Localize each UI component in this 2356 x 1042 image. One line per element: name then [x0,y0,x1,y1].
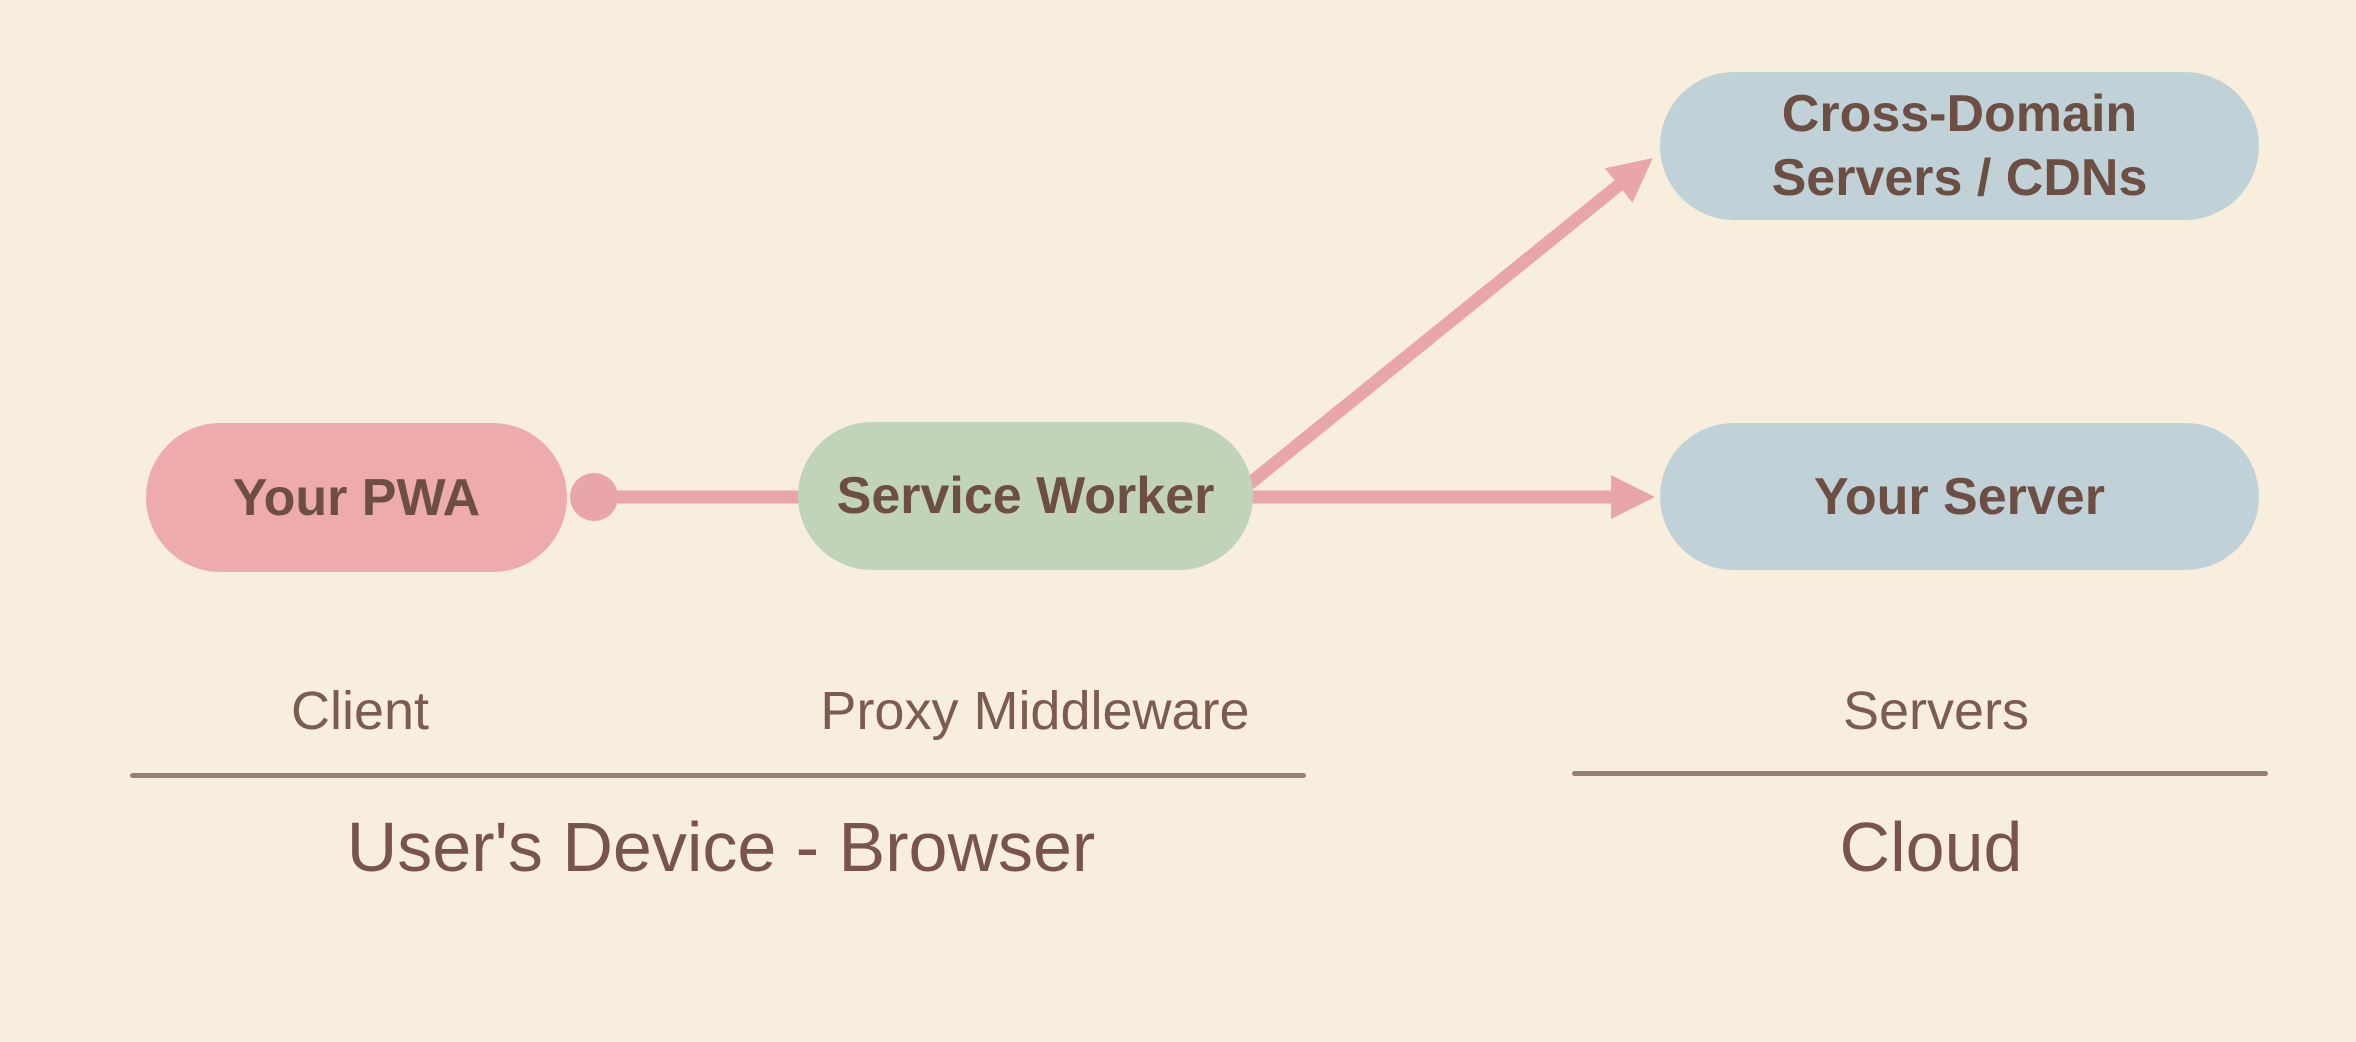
group-title-users-device-browser: User's Device - Browser [346,808,1096,886]
node-service-worker: Service Worker [798,422,1253,570]
node-your-server: Your Server [1660,423,2259,570]
node-cross-domain-label-line2: Servers / CDNs [1771,149,2148,207]
node-cross-domain-servers: Cross-Domain Servers / CDNs [1660,72,2259,220]
connector-dot [570,473,618,521]
column-label-client: Client [290,681,430,741]
arrowhead-crossdomain [1604,158,1653,203]
arrowhead-yourserver [1611,475,1655,519]
node-your-pwa-label: Your PWA [232,468,481,527]
node-your-server-label: Your Server [1814,467,2105,526]
group-title-cloud: Cloud [1839,808,2023,886]
group-rule-right [1572,771,2268,776]
node-cross-domain-label: Cross-Domain Servers / CDNs [1772,82,2148,210]
group-rule-left [130,773,1306,778]
node-cross-domain-label-line1: Cross-Domain [1781,85,2138,143]
column-label-servers: Servers [1842,681,2030,741]
column-label-proxy-middleware: Proxy Middleware [820,681,1250,741]
node-service-worker-label: Service Worker [836,467,1215,525]
node-your-pwa: Your PWA [146,423,567,572]
